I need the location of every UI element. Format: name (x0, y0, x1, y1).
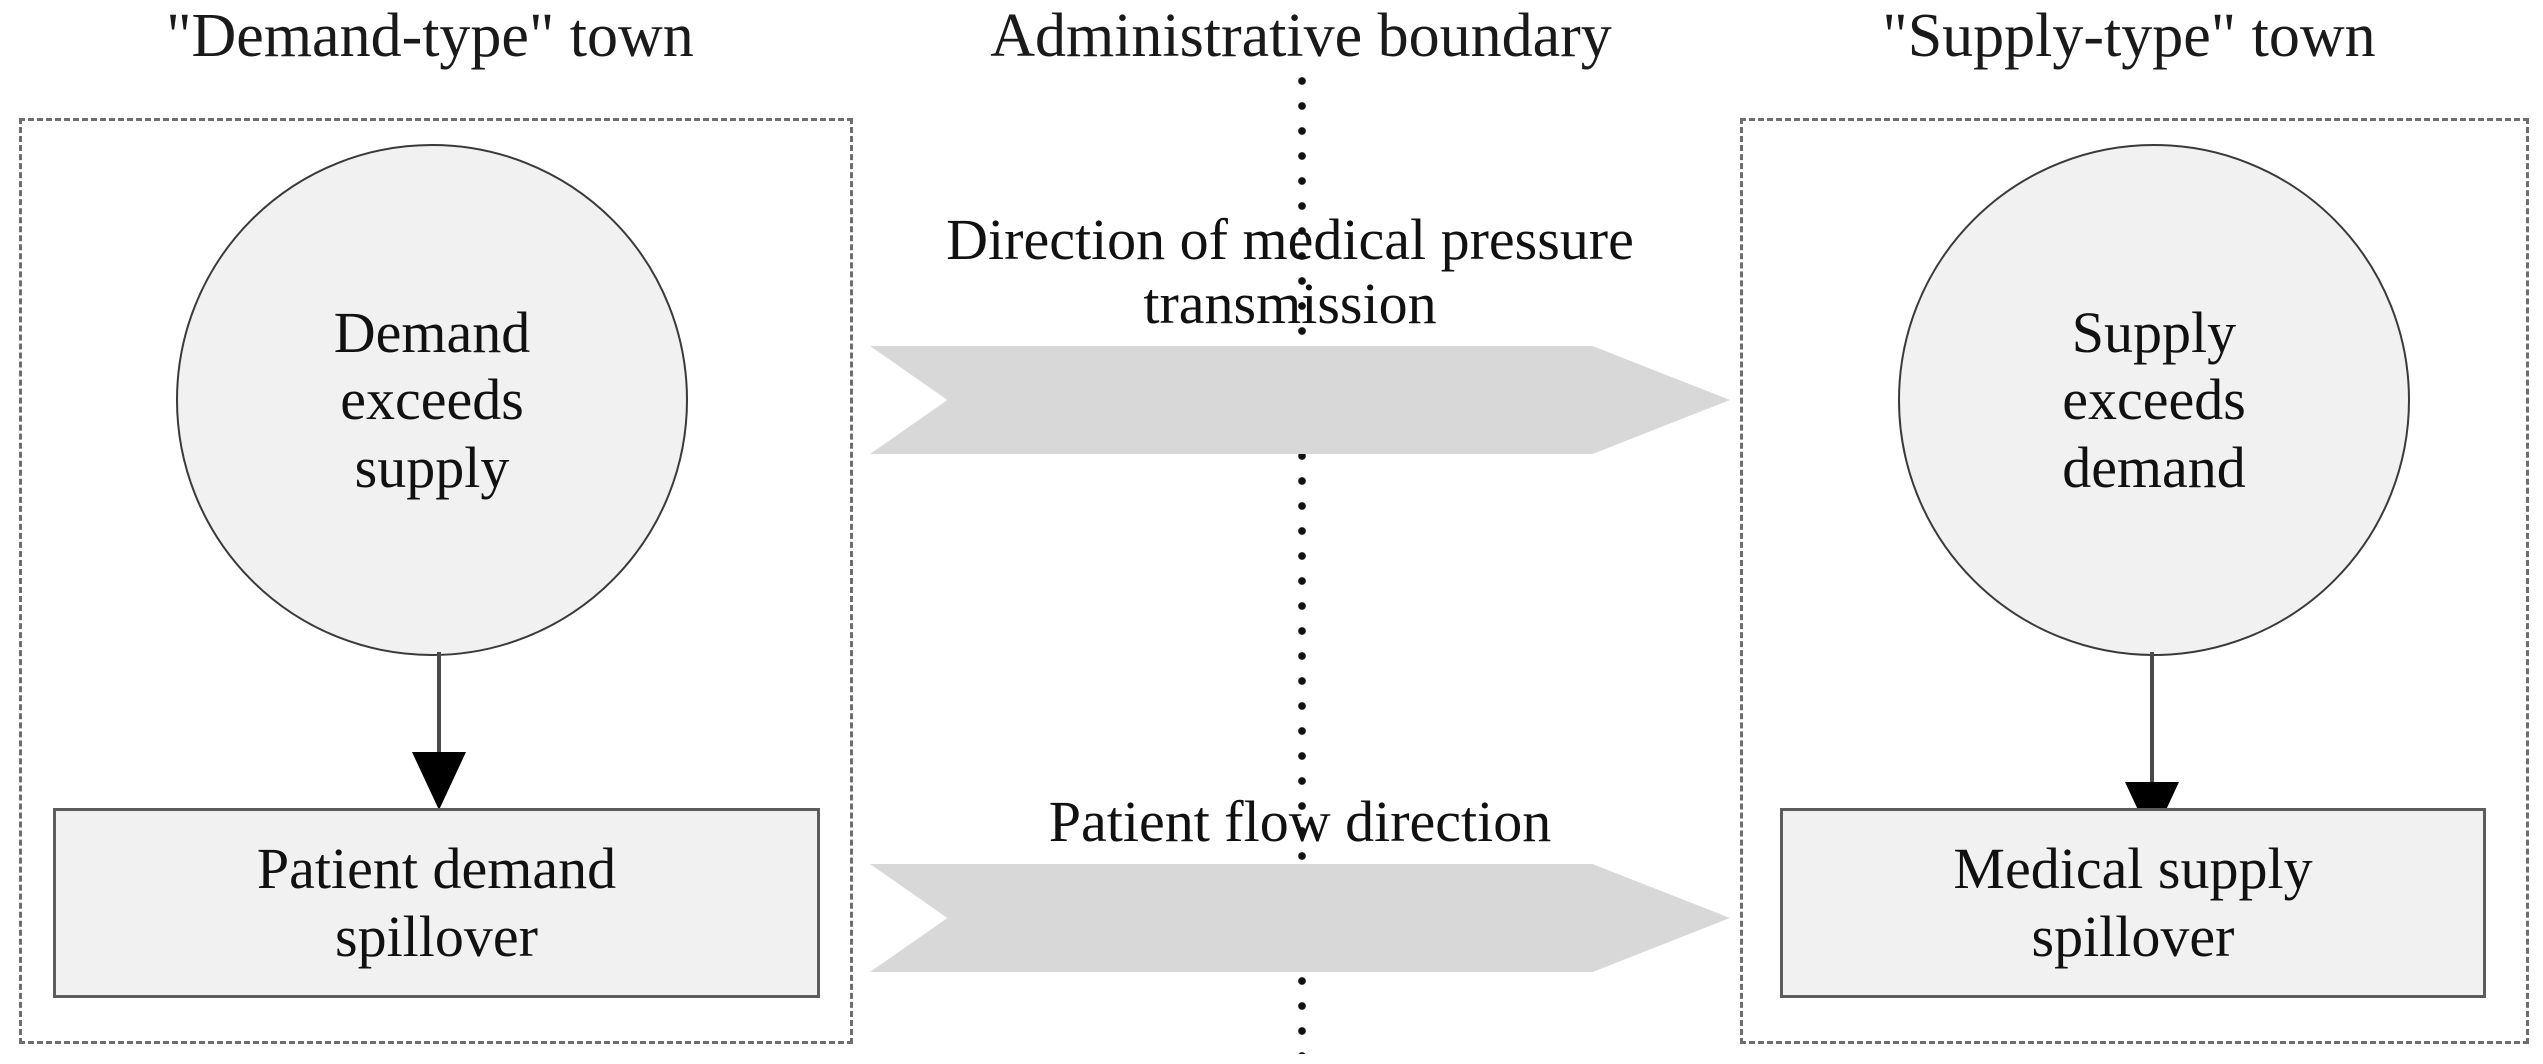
patient-flow-caption: Patient flow direction (1048, 789, 1552, 854)
node-supply-exceeds-demand-label: Supply exceeds demand (2062, 300, 2246, 500)
block-arrow-pressure-transmission-icon (870, 346, 1730, 454)
right-town-region (1740, 118, 2529, 1044)
administrative-boundary-title: Administrative boundary (990, 2, 1612, 70)
administrative-boundary-line (1297, 76, 1307, 1054)
connector-stem (2150, 652, 2154, 790)
node-demand-exceeds-supply: Demand exceeds supply (176, 144, 688, 656)
node-demand-exceeds-supply-label: Demand exceeds supply (333, 300, 531, 500)
node-medical-supply-spillover: Medical supply spillover (1780, 808, 2486, 998)
node-supply-exceeds-demand: Supply exceeds demand (1898, 144, 2410, 656)
connector-stem (437, 652, 441, 758)
pressure-transmission-caption: Direction of medical pressure transmissi… (946, 207, 1634, 336)
left-town-title: "Demand-type" town (166, 2, 694, 70)
node-patient-demand-spillover: Patient demand spillover (53, 808, 820, 998)
block-arrow-patient-flow-icon (870, 864, 1730, 972)
arrow-head-down-icon (412, 752, 466, 810)
right-town-title: "Supply-type" town (1882, 2, 2376, 70)
node-patient-demand-spillover-label: Patient demand spillover (256, 836, 617, 969)
left-town-region (19, 118, 853, 1044)
node-medical-supply-spillover-label: Medical supply spillover (1953, 836, 2313, 969)
